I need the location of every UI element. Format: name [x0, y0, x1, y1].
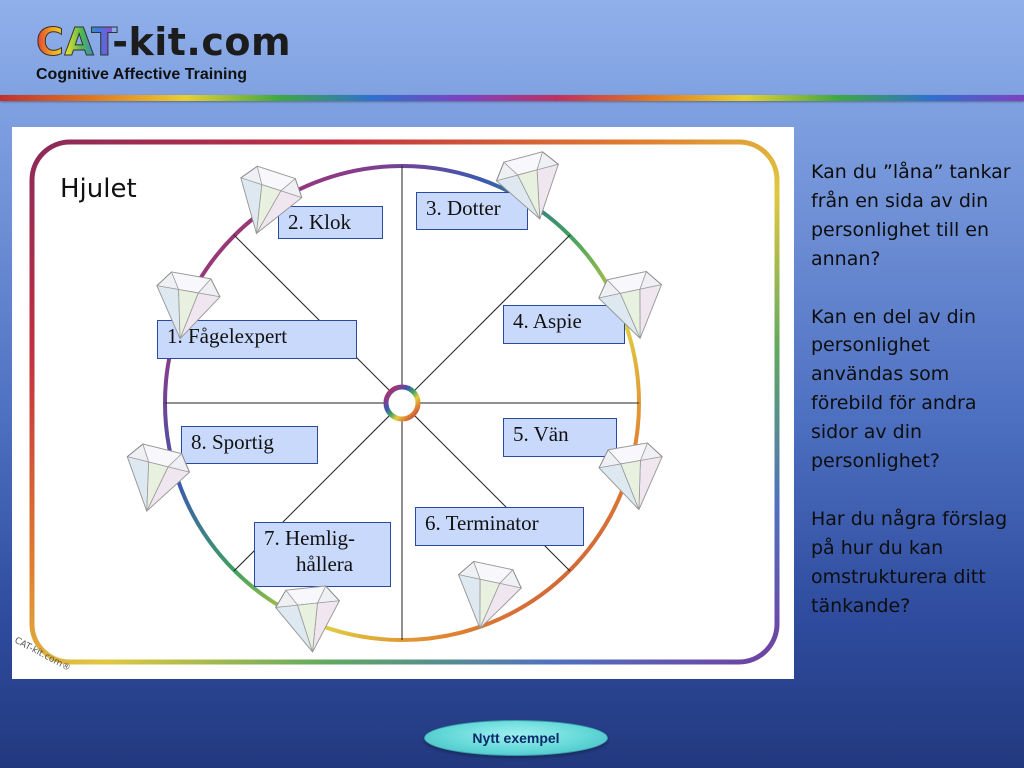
trait-label-line1: 7. Hemlig- [264, 526, 355, 550]
trait-box-4: 4. Aspie [503, 305, 625, 344]
question-3: Har du några förslag på hur du kan omstr… [811, 507, 1008, 617]
trait-box-6: 6. Terminator [415, 507, 584, 546]
rainbow-frame [29, 139, 780, 665]
wheel-hub [383, 384, 421, 422]
trait-box-8: 8. Sportig [181, 426, 318, 464]
question-1: Kan du ”låna” tankar från en sida av din… [811, 161, 1011, 270]
logo-domain: -kit.com [112, 20, 292, 64]
diamond-gem-icon [597, 270, 663, 340]
logo-tagline: Cognitive Affective Training [36, 66, 247, 83]
questions-panel: Kan du ”låna” tankar från en sida av din… [811, 158, 1016, 649]
diamond-gem-icon [126, 443, 191, 512]
rainbow-divider [0, 95, 1024, 101]
wheel-diagram: Hjulet CAT-kit.com® [13, 139, 780, 674]
question-2: Kan en del av din personlighet användas … [811, 305, 977, 473]
diamond-gem-icon [156, 271, 221, 340]
logo-brand: CAT [35, 20, 113, 65]
diamond-gem-icon [457, 560, 523, 630]
trait-label: 2. Klok [288, 210, 351, 234]
trait-label: 6. Terminator [425, 511, 539, 535]
trait-box-5: 5. Vän [503, 418, 617, 457]
wheel-watermark: CAT-kit.com® [13, 636, 72, 674]
trait-label-line2: hållera [296, 552, 354, 576]
trait-box-3: 3. Dotter [416, 192, 528, 230]
next-example-button[interactable]: Nytt exempel [424, 720, 608, 756]
trait-box-7: 7. Hemlig- hållera [254, 522, 391, 587]
wheel-card: Hjulet CAT-kit.com® 1. Fågelexpert 2. Kl… [12, 127, 794, 679]
trait-box-2: 2. Klok [278, 206, 383, 239]
trait-label: 3. Dotter [426, 196, 501, 220]
diamond-gem-icon [240, 165, 303, 235]
logo-wordmark: CAT-kit.com [35, 20, 292, 65]
diamond-gem-icon [598, 442, 663, 511]
trait-label: 5. Vän [513, 422, 569, 446]
wheel-title: Hjulet [60, 174, 137, 204]
logo: CAT-kit.com Cognitive Affective Training [35, 20, 292, 84]
trait-label: 4. Aspie [513, 309, 582, 333]
diamond-gem-icon [274, 585, 341, 653]
trait-label: 8. Sportig [191, 430, 274, 454]
diamond-gem-icon [495, 151, 559, 220]
